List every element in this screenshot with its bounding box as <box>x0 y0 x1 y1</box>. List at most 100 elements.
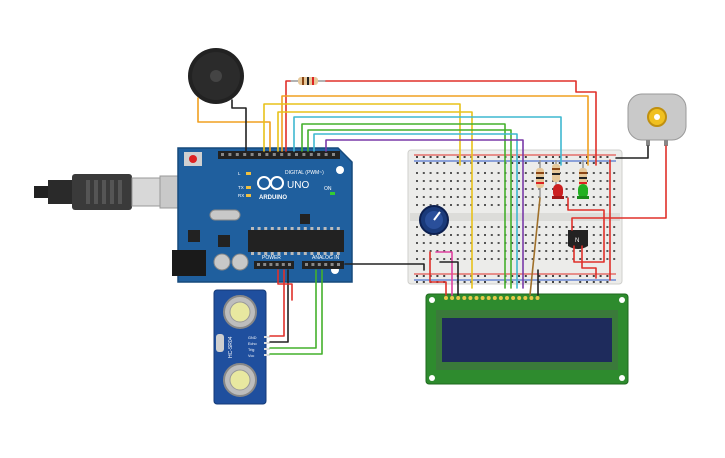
chip-pin <box>264 227 268 230</box>
breadboard-hole <box>477 234 480 236</box>
sensor-pin-gnd-label: GND <box>248 336 257 340</box>
breadboard-hole <box>511 162 514 164</box>
breadboard-hole <box>599 162 602 164</box>
arduino-uno[interactable]: DIGITAL (PWM~) L TX RX ARDUINO UNO ON PO… <box>172 147 353 283</box>
sensor-pin-trig-label: Trig <box>248 348 254 352</box>
rx-label: RX <box>238 193 244 198</box>
breadboard-hole <box>545 156 548 158</box>
breadboard-hole <box>422 204 425 206</box>
breadboard-hole <box>463 250 466 252</box>
breadboard-hole <box>552 275 554 277</box>
breadboard-hole <box>599 250 602 252</box>
breadboard-hole <box>497 188 500 190</box>
header-pin <box>235 153 239 156</box>
header-pin <box>269 263 273 266</box>
reset-button[interactable] <box>189 155 197 163</box>
breadboard-hole <box>545 180 548 182</box>
breadboard-hole <box>484 281 486 283</box>
breadboard-hole <box>450 196 452 198</box>
header-pin <box>309 153 313 156</box>
breadboard-hole <box>497 281 500 283</box>
npn-transistor[interactable]: N <box>568 230 588 249</box>
breadboard-hole <box>558 258 561 260</box>
chip-pin <box>251 227 254 230</box>
breadboard-hole <box>518 250 520 252</box>
breadboard-hole <box>538 258 541 260</box>
breadboard-hole <box>456 242 459 244</box>
breadboard-hole <box>511 258 514 260</box>
chip-pin <box>317 252 320 255</box>
breadboard-hole <box>524 242 527 244</box>
breadboard-hole <box>545 281 548 283</box>
breadboard-hole <box>490 204 493 206</box>
breadboard-hole <box>443 275 446 277</box>
breadboard-hole <box>456 172 459 174</box>
breadboard-hole <box>477 204 480 206</box>
header-pin <box>280 153 284 156</box>
breadboard-hole <box>463 156 466 158</box>
sensor-model-label: HC-SR04 <box>228 336 234 358</box>
ultrasonic-sensor[interactable]: HC-SR04 GND Echo Trig Vcc <box>213 289 270 405</box>
breadboard-hole <box>586 204 588 206</box>
breadboard-hole <box>599 226 602 228</box>
power-header <box>254 261 294 269</box>
breadboard-hole <box>606 180 609 182</box>
breadboard-hole <box>545 226 548 228</box>
breadboard-hole <box>538 156 541 158</box>
wire-buzzer-signal <box>197 97 271 152</box>
header-pin <box>258 153 261 156</box>
breadboard-hole <box>524 180 527 182</box>
red-led[interactable] <box>552 184 564 199</box>
breadboard-hole <box>477 281 480 283</box>
dc-motor[interactable] <box>627 93 687 146</box>
green-led[interactable] <box>577 184 589 199</box>
breadboard-hole <box>416 204 418 206</box>
breadboard-hole <box>436 258 439 260</box>
breadboard-hole <box>450 226 452 228</box>
breadboard-hole <box>558 204 561 206</box>
breadboard-hole <box>443 242 446 244</box>
sensor-pin-echo-label: Echo <box>248 342 257 346</box>
breadboard-hole <box>538 275 541 277</box>
header-pin <box>332 153 335 156</box>
breadboard-hole <box>524 258 527 260</box>
breadboard-hole <box>613 188 616 190</box>
lcd-pin <box>535 296 540 300</box>
breadboard-hole <box>416 275 418 277</box>
breadboard-hole <box>416 180 418 182</box>
usb-cable <box>34 174 191 210</box>
breadboard-hole <box>552 242 554 244</box>
chip-pin <box>310 252 314 255</box>
breadboard-hole <box>484 180 486 182</box>
breadboard-hole <box>565 226 568 228</box>
breadboard-hole <box>490 226 493 228</box>
breadboard-hole <box>552 204 554 206</box>
breadboard-hole <box>613 250 616 252</box>
piezo-buzzer[interactable] <box>188 48 244 104</box>
breadboard-hole <box>463 188 466 190</box>
breadboard-hole <box>429 242 432 244</box>
lcd-display[interactable] <box>425 293 629 385</box>
breadboard-hole <box>456 204 459 206</box>
wire-cyan <box>293 116 562 166</box>
breadboard-hole <box>524 226 527 228</box>
breadboard-hole <box>490 188 493 190</box>
breadboard-hole <box>484 258 486 260</box>
breadboard-hole <box>531 188 534 190</box>
breadboard-hole <box>436 162 439 164</box>
breadboard-hole <box>606 188 609 190</box>
breadboard-hole <box>538 242 541 244</box>
breadboard-hole <box>422 180 425 182</box>
breadboard-hole <box>545 275 548 277</box>
breadboard-hole <box>552 258 554 260</box>
header-pin <box>257 263 260 266</box>
breadboard-hole <box>518 242 520 244</box>
potentiometer[interactable] <box>419 205 449 235</box>
breadboard-hole <box>518 180 520 182</box>
model-label: UNO <box>287 180 309 191</box>
breadboard-hole <box>518 188 520 190</box>
lcd-screen <box>442 318 612 362</box>
breadboard-hole <box>518 196 520 198</box>
breadboard-hole <box>511 234 514 236</box>
breadboard-hole <box>592 180 595 182</box>
